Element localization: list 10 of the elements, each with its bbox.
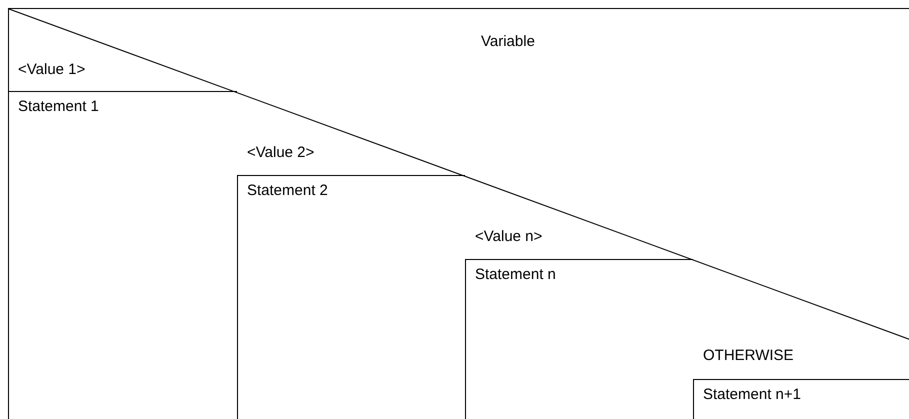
statement-box: Statement 2 <box>237 175 465 419</box>
case-value-label: <Value 1> <box>18 61 86 78</box>
case-value-label: OTHERWISE <box>703 347 794 364</box>
case-structure-box <box>8 8 909 419</box>
statement-box: Statement n <box>465 259 693 419</box>
case-value-label: <Value 2> <box>247 144 314 161</box>
case-variable-heading: Variable <box>481 33 535 50</box>
statement-box: Statement n+1 <box>693 379 909 419</box>
case-value-label: <Value n> <box>475 228 542 245</box>
statement-box: Statement 1 <box>9 91 237 419</box>
